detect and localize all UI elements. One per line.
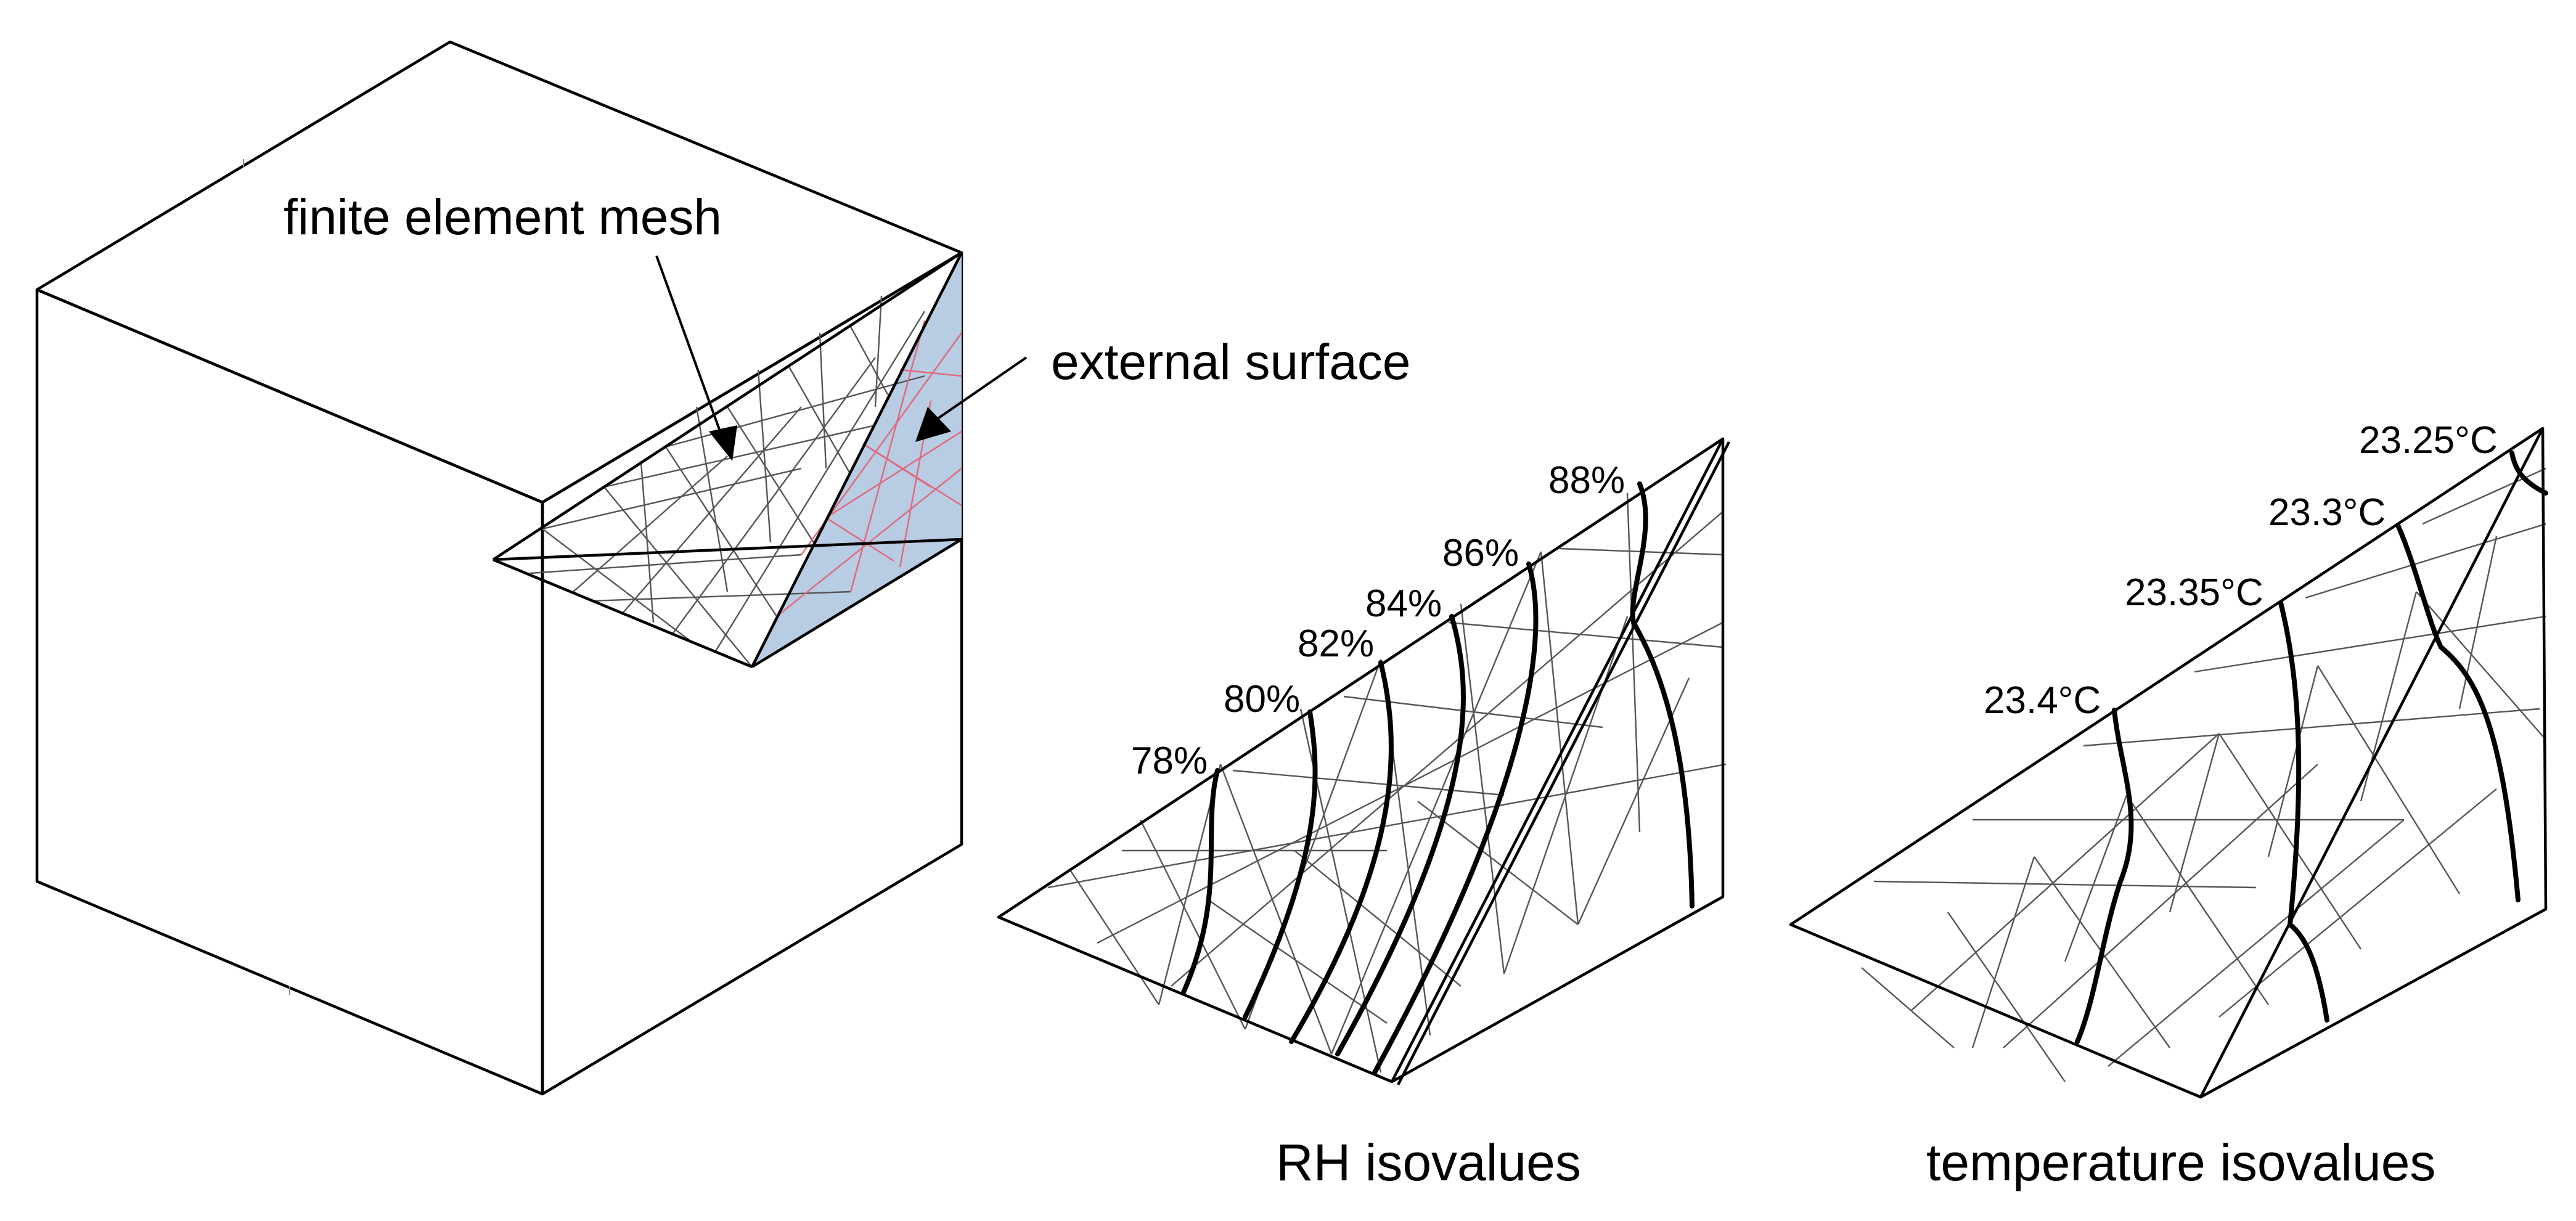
rh-caption: RH isovalues: [1276, 1133, 1581, 1191]
rh-isoline-88: [1630, 481, 1695, 909]
rh-isoline-84: [1335, 614, 1466, 1056]
rh-isoline-80: [1243, 709, 1318, 1019]
temp-label-23.3: 23.3°C: [2268, 491, 2386, 534]
temperature-outline: [1789, 427, 2548, 1099]
surface-pointer-line: [936, 356, 1028, 420]
rh-label-80: 80%: [1224, 678, 1300, 721]
rh-label-86: 86%: [1442, 532, 1519, 574]
cube-mesh-lines: [493, 251, 962, 668]
rh-outline: [997, 437, 1731, 1086]
rh-label-82: 82%: [1298, 623, 1374, 665]
rh-isoline-86: [1372, 561, 1539, 1075]
temp-isoline-23.4: [2075, 708, 2134, 1044]
temperature-isolines: [2075, 451, 2548, 1044]
surface-pointer-arrowhead: [915, 407, 951, 442]
rh-isoline-78: [1181, 768, 1220, 995]
cube-left-face: [35, 288, 544, 1096]
temperature-caption: temperature isovalues: [1926, 1133, 2435, 1191]
cube-mesh-slice: [492, 251, 963, 669]
mesh-pointer-line: [655, 255, 722, 435]
rh-label-84: 84%: [1365, 582, 1442, 625]
temperature-isovalue-labels: 23.4°C 23.35°C 23.3°C 23.25°C: [1984, 419, 2498, 722]
rh-label-78: 78%: [1131, 740, 1208, 782]
mesh-pointer-arrowhead: [709, 425, 737, 461]
cube-slice-outline: [492, 251, 963, 669]
callouts: finite element mesh external surface: [284, 189, 1410, 461]
temp-label-23.25: 23.25°C: [2359, 419, 2498, 462]
surface-label: external surface: [1051, 334, 1410, 390]
rh-isolines: [1181, 481, 1695, 1075]
temp-label-23.35: 23.35°C: [2125, 571, 2263, 614]
cube-right-face: [541, 251, 963, 1096]
temp-isoline-23.3: [2395, 523, 2521, 902]
mesh-label: finite element mesh: [284, 189, 722, 245]
temp-label-23.4: 23.4°C: [1984, 679, 2101, 722]
temp-isoline-23.25: [2509, 451, 2548, 496]
cube-top-face: [35, 40, 963, 504]
rh-panel: 78% 80% 82% 84% 86% 88% RH isovalues: [997, 437, 1731, 1191]
rh-label-88: 88%: [1548, 459, 1625, 502]
temperature-panel: 23.4°C 23.35°C 23.3°C 23.25°C temperatur…: [1789, 419, 2548, 1191]
temp-isoline-23.35: [2278, 600, 2329, 1023]
temperature-mesh: [1861, 467, 2546, 1082]
rh-isovalue-labels: 78% 80% 82% 84% 86% 88%: [1131, 459, 1625, 782]
rh-isoline-82: [1289, 660, 1394, 1044]
